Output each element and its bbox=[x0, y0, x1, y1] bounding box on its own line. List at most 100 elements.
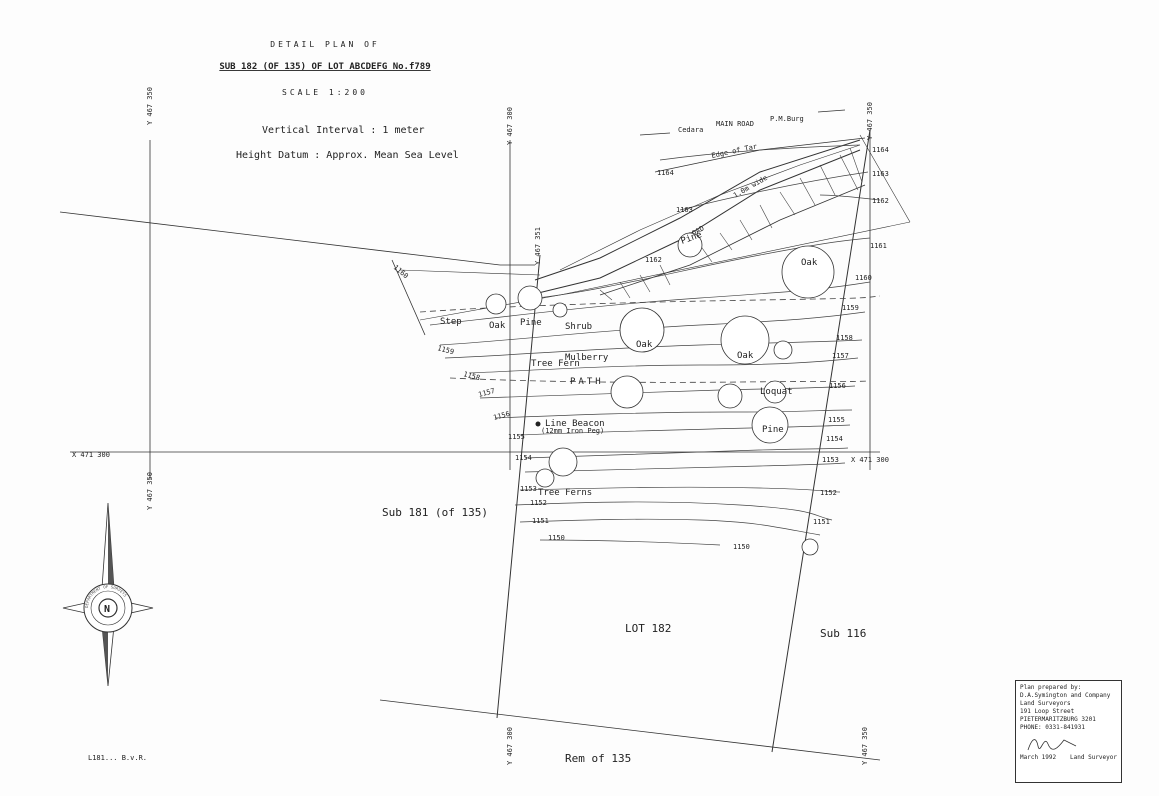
grid-label-y-bottom-right: Y 467 350 bbox=[861, 727, 869, 765]
contour-1152-left: 1152 bbox=[530, 499, 547, 507]
contour-lines bbox=[419, 144, 881, 546]
parcel-sub-181: Sub 181 (of 135) bbox=[382, 506, 488, 519]
tree-small-1 bbox=[773, 340, 793, 360]
road-label-main-road: MAIN ROAD bbox=[716, 120, 754, 128]
contour-1155-left: 1155 bbox=[508, 433, 525, 441]
contour-1159-left: 1159 bbox=[436, 344, 454, 356]
height-datum-note: Height Datum : Approx. Mean Sea Level bbox=[236, 150, 459, 161]
contour-1160-right: 1160 bbox=[855, 274, 872, 282]
tree-fern-small bbox=[535, 468, 555, 488]
contour-1154-left: 1154 bbox=[515, 454, 532, 462]
contour-1153-right: 1153 bbox=[822, 456, 839, 464]
tree-loquat bbox=[763, 380, 787, 404]
contour-1162-right: 1162 bbox=[872, 197, 889, 205]
label-oak-1: Oak bbox=[489, 321, 506, 331]
cert-date: March 1992 bbox=[1020, 754, 1057, 761]
contour-1164-left: 1164 bbox=[657, 169, 674, 177]
contour-1158-left: 1158 bbox=[462, 370, 480, 382]
parcel-sub-116: Sub 116 bbox=[820, 627, 866, 640]
plan-scale: SCALE 1:200 bbox=[282, 88, 368, 97]
surveyor-signature bbox=[1020, 732, 1117, 754]
trees bbox=[485, 232, 835, 556]
svg-text:N: N bbox=[104, 604, 110, 615]
contour-1152-right: 1152 bbox=[820, 489, 837, 497]
contour-1159-right: 1159 bbox=[842, 304, 859, 312]
tree-oak-3 bbox=[720, 315, 770, 365]
contour-1160-left: 1160 bbox=[392, 263, 410, 280]
property-boundaries bbox=[59, 129, 911, 761]
tree-fern-cluster bbox=[548, 447, 578, 477]
label-line-beacon: Line Beacon bbox=[545, 419, 605, 429]
contour-1150-left: 1150 bbox=[548, 534, 565, 542]
grid-label-y-right: Y 467 350 bbox=[866, 102, 874, 140]
label-shrub: Shrub bbox=[565, 322, 592, 332]
road-label-cedara: Cedara bbox=[678, 126, 703, 134]
contour-1151-right: 1151 bbox=[813, 518, 830, 526]
label-iron-peg: (12mm Iron Peg) bbox=[541, 427, 604, 435]
contour-1163-right: 1163 bbox=[872, 170, 889, 178]
label-step: Step bbox=[440, 317, 462, 327]
coordinate-grid bbox=[70, 130, 880, 480]
contour-1153-left: 1153 bbox=[520, 485, 537, 493]
contour-1161-right: 1161 bbox=[870, 242, 887, 250]
contour-1163-left: 1163 bbox=[676, 206, 693, 214]
tree-oak-2 bbox=[619, 307, 665, 353]
contour-1151-left: 1151 bbox=[532, 517, 549, 525]
contour-1158-right: 1158 bbox=[836, 334, 853, 342]
contour-1156-left: 1156 bbox=[492, 410, 510, 422]
north-arrow-compass: N DEPARTMENT OF SURVEYS bbox=[62, 502, 154, 687]
grid-label-x-left: X 471 300 bbox=[72, 451, 110, 459]
grid-label-y-mid: Y 467 300 bbox=[506, 107, 514, 145]
tree-pine-1 bbox=[517, 285, 543, 311]
label-tree-fern: Tree Fern bbox=[531, 359, 580, 369]
contour-1156-right: 1156 bbox=[829, 382, 846, 390]
parcel-lot-182: LOT 182 bbox=[625, 622, 671, 635]
vertical-interval-note: Vertical Interval : 1 meter bbox=[262, 125, 425, 136]
tree-pine-3 bbox=[751, 406, 789, 444]
label-oak-3: Oak bbox=[737, 351, 754, 361]
cert-line-6: PHONE: 0331-841931 bbox=[1020, 724, 1086, 731]
contour-1155-right: 1155 bbox=[828, 416, 845, 424]
cert-line-2: D.A.Symington and Company bbox=[1020, 692, 1111, 699]
cert-line-4: 191 Loop Street bbox=[1020, 708, 1075, 715]
tree-pine-2 bbox=[677, 232, 703, 258]
grid-label-x-right: X 471 300 bbox=[851, 456, 889, 464]
embankment-hatching bbox=[599, 147, 863, 301]
grid-label-y-left-lower: Y 467 350 bbox=[146, 472, 154, 510]
label-pine-1: Pine bbox=[520, 318, 542, 328]
contour-1162-left: 1162 bbox=[645, 256, 662, 264]
parcel-rem-135: Rem of 135 bbox=[565, 752, 631, 765]
label-mulberry: Mulberry bbox=[565, 353, 609, 363]
tree-small-4 bbox=[801, 538, 819, 556]
label-tree-ferns: Tree Ferns bbox=[538, 488, 592, 498]
tree-small-3 bbox=[717, 383, 743, 409]
label-oak-4: Oak bbox=[801, 258, 818, 268]
tree-shrub bbox=[552, 302, 568, 318]
cert-line-5: PIETERMARITZBURG 3201 bbox=[1020, 716, 1096, 723]
label-path: PATH bbox=[570, 377, 604, 387]
cert-role: Land Surveyor bbox=[1070, 754, 1117, 761]
road-label-pmburg: P.M.Burg bbox=[770, 115, 804, 123]
grid-label-y-left: Y 467 350 bbox=[146, 87, 154, 125]
contour-1154-right: 1154 bbox=[826, 435, 843, 443]
label-pine-3: Pine bbox=[762, 425, 784, 435]
surveyor-certificate-box: Plan prepared by: D.A.Symington and Comp… bbox=[1015, 680, 1122, 783]
grid-label-y-bottom-left: Y 467 300 bbox=[506, 727, 514, 765]
contour-1157-left: 1157 bbox=[477, 387, 495, 399]
plan-subtitle: SUB 182 (OF 135) OF LOT ABCDEFG No.f789 bbox=[219, 62, 430, 72]
tree-oak-4 bbox=[781, 245, 835, 299]
line-beacon-marker bbox=[535, 421, 541, 427]
tree-small-2 bbox=[610, 375, 644, 409]
tree-oak-1 bbox=[485, 293, 507, 315]
contour-1150-right: 1150 bbox=[733, 543, 750, 551]
footer-code: L181... B.v.R. bbox=[88, 754, 147, 762]
grid-label-y-internal: Y 467 351 bbox=[534, 227, 542, 265]
contour-1164-right: 1164 bbox=[872, 146, 889, 154]
cert-line-3: Land Surveyors bbox=[1020, 700, 1071, 707]
plan-title: DETAIL PLAN OF bbox=[270, 40, 379, 49]
cert-line-1: Plan prepared by: bbox=[1020, 684, 1082, 691]
label-oak-2: Oak bbox=[636, 340, 653, 350]
contour-1157-right: 1157 bbox=[832, 352, 849, 360]
